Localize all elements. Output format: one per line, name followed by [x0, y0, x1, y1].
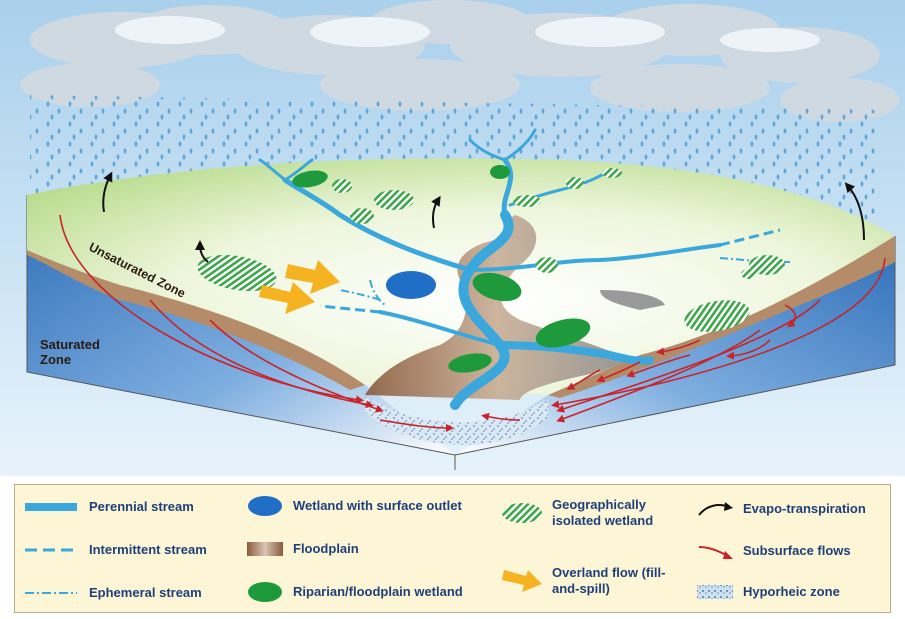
subsurface-flows-icon: [695, 541, 735, 561]
legend: Perennial stream Intermittent stream Eph…: [14, 484, 891, 613]
legend-subsurface-flows: Subsurface flows: [695, 541, 851, 561]
legend-hyporheic-zone: Hyporheic zone: [695, 583, 840, 601]
riparian-wetland-icon: [245, 581, 285, 603]
evapotranspiration-icon: [695, 499, 735, 519]
overland-flow-icon: [500, 568, 544, 594]
legend-evapotranspiration: Evapo-transpiration: [695, 499, 866, 519]
wetland-outlet-icon: [245, 495, 285, 517]
legend-intermittent-stream: Intermittent stream: [25, 542, 207, 558]
legend-overland-flow: Overland flow (fill-and-spill): [500, 565, 690, 597]
saturated-zone-label: Saturated Zone: [40, 337, 120, 367]
isolated-wetland-icon: [500, 502, 544, 524]
legend-ephemeral-stream: Ephemeral stream: [25, 585, 202, 601]
legend-wetland-surface-outlet: Wetland with surface outlet: [245, 495, 462, 517]
legend-perennial-stream: Perennial stream: [25, 499, 194, 515]
legend-riparian-wetland: Riparian/floodplain wetland: [245, 581, 463, 603]
ephemeral-stream-icon: [25, 586, 81, 600]
legend-isolated-wetland: Geographically isolated wetland: [500, 497, 690, 529]
intermittent-stream-icon: [25, 543, 81, 557]
hyporheic-zone-icon: [695, 583, 735, 601]
wetland-with-surface-outlet: [386, 271, 436, 299]
perennial-stream-icon: [25, 500, 81, 514]
floodplain-icon: [245, 540, 285, 558]
legend-floodplain: Floodplain: [245, 540, 359, 558]
watershed-diagram: [0, 0, 905, 476]
